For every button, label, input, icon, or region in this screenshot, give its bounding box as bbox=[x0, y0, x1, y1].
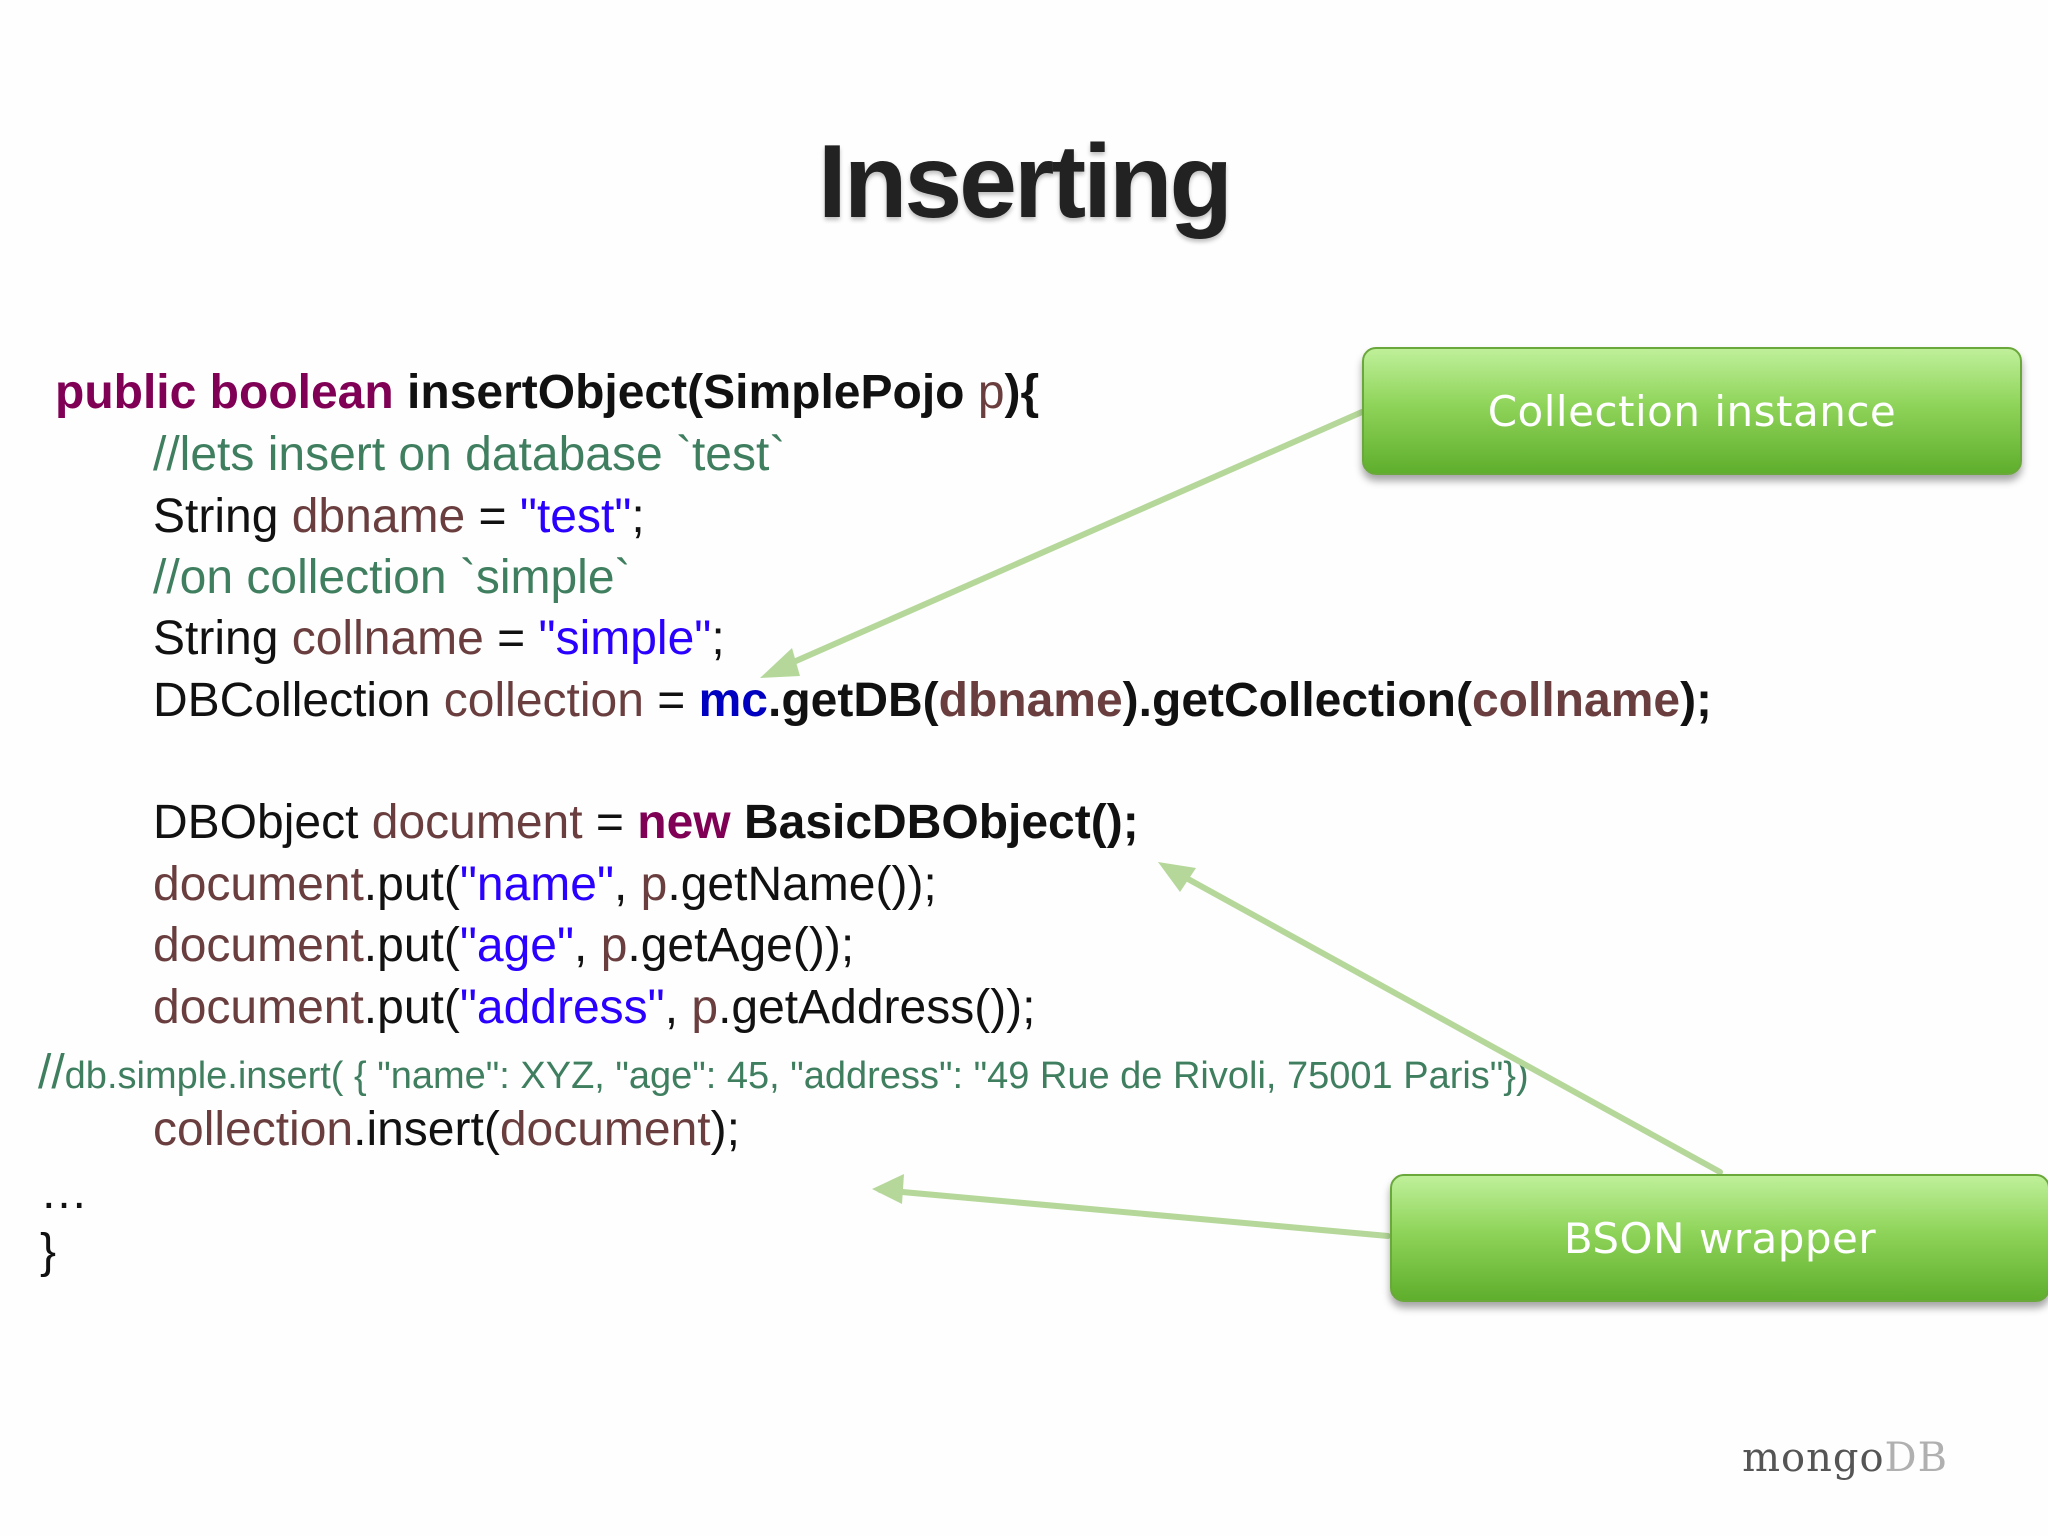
code-line-14: } bbox=[40, 1224, 56, 1280]
code-line-10: document.put("address", p.getAddress()); bbox=[153, 980, 1036, 1036]
code-line-7: DBObject document = new BasicDBObject(); bbox=[153, 795, 1139, 851]
keyword-new: new bbox=[637, 796, 731, 849]
call-getage: .getAge()); bbox=[627, 919, 855, 972]
mongodb-logo: mongoDB bbox=[1742, 1435, 1948, 1481]
callout-collection-label: Collection instance bbox=[1487, 386, 1897, 436]
call-getcollection: ).getCollection( bbox=[1122, 674, 1472, 727]
string-age: "age" bbox=[459, 919, 575, 972]
ctor-basicdbobject: BasicDBObject(); bbox=[743, 796, 1139, 849]
type-dbcollection: DBCollection bbox=[153, 674, 431, 727]
code-line-11: //db.simple.insert( { "name": XYZ, "age"… bbox=[38, 1045, 1529, 1104]
method-open-brace: ){ bbox=[1004, 366, 1040, 419]
type-dbobject: DBObject bbox=[153, 796, 359, 849]
var-collection: collection bbox=[443, 674, 644, 727]
code-line-3: String dbname = "test"; bbox=[153, 489, 645, 545]
param-p: p bbox=[600, 919, 628, 972]
code-line-13: … bbox=[40, 1165, 88, 1221]
obj-document: document bbox=[153, 919, 364, 972]
callout-collection-instance: Collection instance bbox=[1362, 347, 2022, 475]
code-line-12: collection.insert(document); bbox=[153, 1102, 740, 1158]
var-collname: collname bbox=[291, 612, 484, 665]
keyword-public: public bbox=[55, 366, 197, 419]
call-put: .put( bbox=[363, 981, 460, 1034]
field-mc: mc bbox=[698, 674, 768, 727]
call-getname: .getName()); bbox=[667, 858, 937, 911]
call-put: .put( bbox=[363, 858, 460, 911]
string-test: "test" bbox=[519, 490, 632, 543]
call-put: .put( bbox=[363, 919, 460, 972]
brand-db: DB bbox=[1884, 1435, 1948, 1481]
arg-dbname: dbname bbox=[938, 674, 1123, 727]
param-p: p bbox=[640, 858, 668, 911]
arg-collname: collname bbox=[1471, 674, 1681, 727]
type-string: String bbox=[153, 490, 279, 543]
slide-title: Inserting bbox=[817, 124, 1233, 240]
code-line-5: String collname = "simple"; bbox=[153, 611, 725, 667]
comment-slashes: // bbox=[38, 1046, 65, 1099]
semicolon: ; bbox=[631, 490, 645, 543]
assign-op: = bbox=[582, 796, 638, 849]
code-line-8: document.put("name", p.getName()); bbox=[153, 857, 937, 913]
ellipsis: … bbox=[40, 1166, 88, 1219]
callout-bson-wrapper: BSON wrapper bbox=[1390, 1174, 2048, 1302]
method-signature: insertObject(SimplePojo bbox=[407, 366, 965, 419]
param-p: p bbox=[977, 366, 1005, 419]
call-end: ); bbox=[1680, 674, 1713, 727]
brand-mongo: mongo bbox=[1742, 1435, 1885, 1481]
comma: , bbox=[614, 858, 641, 911]
callout-bson-label: BSON wrapper bbox=[1563, 1213, 1877, 1263]
assign-op: = bbox=[465, 490, 520, 543]
closing-brace: } bbox=[40, 1225, 57, 1278]
var-dbname: dbname bbox=[291, 490, 466, 543]
arg-document: document bbox=[499, 1103, 711, 1156]
call-getaddress: .getAddress()); bbox=[718, 981, 1036, 1034]
assign-op: = bbox=[643, 674, 699, 727]
param-p: p bbox=[691, 981, 719, 1034]
obj-document: document bbox=[153, 858, 364, 911]
comment-shell-insert: db.simple.insert( { "name": XYZ, "age": … bbox=[64, 1055, 1529, 1097]
string-address: "address" bbox=[459, 981, 665, 1034]
comma: , bbox=[664, 981, 692, 1034]
comma: , bbox=[574, 919, 601, 972]
comment-database: //lets insert on database `test` bbox=[153, 428, 786, 481]
call-end: ); bbox=[710, 1103, 740, 1156]
semicolon: ; bbox=[711, 612, 725, 665]
type-string: String bbox=[153, 612, 279, 665]
assign-op: = bbox=[483, 612, 539, 665]
comment-collection: //on collection `simple` bbox=[153, 551, 631, 604]
var-document: document bbox=[371, 796, 583, 849]
call-getdb: .getDB( bbox=[767, 674, 939, 727]
code-line-4: //on collection `simple` bbox=[153, 550, 631, 606]
obj-collection: collection bbox=[153, 1103, 354, 1156]
keyword-boolean: boolean bbox=[209, 366, 394, 419]
code-line-6: DBCollection collection = mc.getDB(dbnam… bbox=[153, 673, 1712, 729]
code-line-1: public boolean insertObject(SimplePojo p… bbox=[55, 365, 1039, 421]
code-line-2: //lets insert on database `test` bbox=[153, 427, 785, 483]
code-line-9: document.put("age", p.getAge()); bbox=[153, 918, 854, 974]
obj-document: document bbox=[153, 981, 364, 1034]
string-name: "name" bbox=[459, 858, 614, 911]
call-insert: .insert( bbox=[353, 1103, 500, 1156]
string-simple: "simple" bbox=[538, 612, 712, 665]
